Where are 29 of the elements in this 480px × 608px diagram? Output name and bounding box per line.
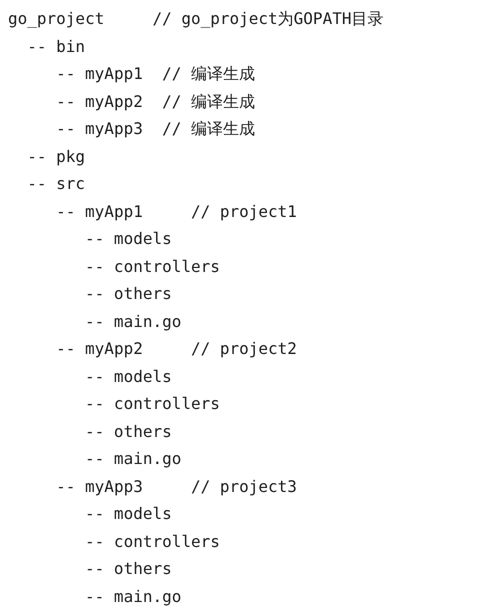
tree-entry: -- controllers bbox=[85, 532, 220, 552]
tree-entry: -- main.go bbox=[85, 312, 182, 332]
code-comment: // 编译生成 bbox=[162, 119, 255, 139]
tree-entry: -- myApp2 bbox=[56, 92, 143, 112]
tree-entry: -- controllers bbox=[85, 394, 220, 414]
tree-entry: -- main.go bbox=[85, 449, 182, 469]
tree-entry: -- myApp3 bbox=[56, 476, 143, 496]
tree-entry: -- others bbox=[85, 284, 172, 304]
tree-entry: -- main.go bbox=[85, 586, 182, 606]
code-comment: // 编译生成 bbox=[162, 92, 255, 112]
root-folder-name: go_project bbox=[8, 9, 104, 29]
code-comment: // project1 bbox=[190, 202, 297, 222]
tree-entry: -- others bbox=[85, 559, 172, 579]
code-comment: // project3 bbox=[190, 476, 297, 496]
tree-entry: -- controllers bbox=[85, 256, 220, 276]
tree-entry: -- pkg bbox=[27, 146, 86, 166]
tree-entry: -- models bbox=[85, 504, 172, 524]
tree-entry: -- myApp3 bbox=[56, 119, 143, 139]
tree-entry: -- myApp1 bbox=[56, 202, 143, 222]
tree-entry: -- models bbox=[85, 229, 172, 249]
tree-entry: -- myApp2 bbox=[56, 339, 143, 359]
tree-entry: -- myApp1 bbox=[56, 64, 143, 84]
tree-entry: -- models bbox=[85, 366, 172, 386]
code-comment: // go_project为GOPATH目录 bbox=[152, 9, 384, 29]
tree-entry: -- bin bbox=[27, 36, 86, 56]
tree-entry: -- others bbox=[85, 422, 172, 442]
code-comment: // 编译生成 bbox=[162, 64, 255, 84]
code-comment: // project2 bbox=[190, 339, 297, 359]
tree-entry: -- src bbox=[27, 174, 86, 194]
